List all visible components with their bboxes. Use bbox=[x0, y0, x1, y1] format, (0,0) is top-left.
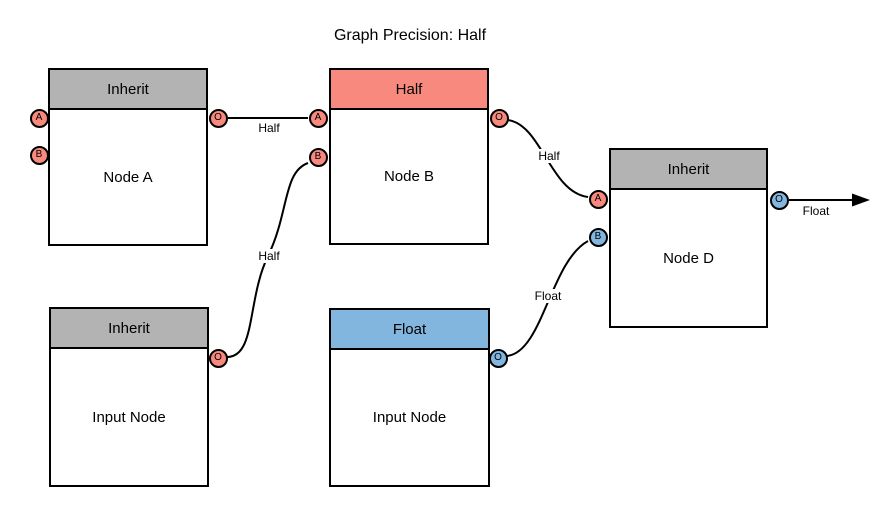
input-node-2-port-o: O bbox=[488, 348, 508, 368]
node-b-port-a: A bbox=[308, 108, 328, 128]
node-d-port-b: B bbox=[588, 227, 608, 247]
edge-label-nodea-nodeb: Half bbox=[256, 121, 282, 135]
edge-label-nodeb-noded: Half bbox=[536, 149, 562, 163]
edge-label-inputnode2-noded: Float bbox=[532, 289, 564, 303]
edge-inputnode2-to-noded bbox=[506, 240, 589, 357]
node-d: Inherit Node D bbox=[609, 148, 768, 328]
node-d-port-a: A bbox=[588, 189, 608, 209]
node-b-header: Half bbox=[331, 70, 487, 110]
node-a-header: Inherit bbox=[50, 70, 206, 110]
input-node-1-port-o: O bbox=[208, 348, 228, 368]
node-a: Inherit Node A bbox=[48, 68, 208, 246]
node-a-port-a: A bbox=[29, 108, 49, 128]
node-d-label: Node D bbox=[663, 249, 714, 267]
input-node-1-label: Input Node bbox=[92, 408, 166, 426]
edge-label-inputnode1-nodeb: Half bbox=[256, 249, 282, 263]
diagram-title: Graph Precision: Half bbox=[333, 27, 487, 44]
node-b-port-b: B bbox=[308, 147, 328, 167]
arrowhead-icon bbox=[852, 193, 870, 207]
node-a-label: Node A bbox=[103, 168, 153, 186]
input-node-2-header: Float bbox=[331, 310, 488, 350]
node-d-header: Inherit bbox=[611, 150, 766, 190]
node-d-port-o: O bbox=[769, 190, 789, 210]
input-node-1-header: Inherit bbox=[51, 309, 207, 349]
input-node-2: Float Input Node bbox=[329, 308, 490, 487]
input-node-2-label: Input Node bbox=[372, 409, 447, 426]
node-a-port-o: O bbox=[208, 108, 228, 128]
edge-label-noded-output: Float bbox=[800, 204, 832, 218]
node-a-port-b: B bbox=[29, 145, 49, 165]
node-b: Half Node B bbox=[329, 68, 489, 245]
input-node-1: Inherit Input Node bbox=[49, 307, 209, 487]
node-b-label: Node B bbox=[383, 168, 435, 185]
node-b-port-o: O bbox=[489, 108, 509, 128]
